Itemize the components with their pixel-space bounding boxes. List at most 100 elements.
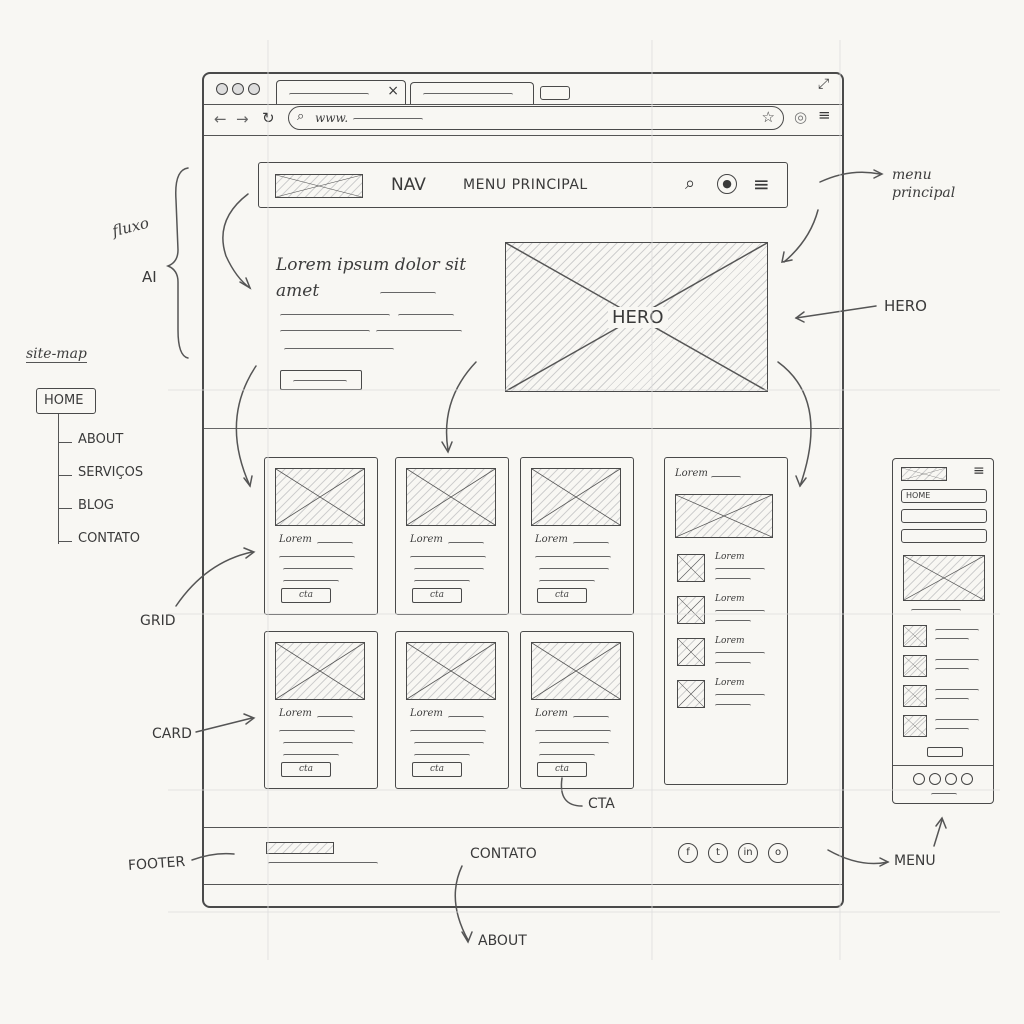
card-cta-label: cta: [298, 590, 314, 600]
mobile-menu-item[interactable]: [901, 529, 987, 543]
card-cta-button[interactable]: cta: [412, 588, 462, 603]
logo-placeholder[interactable]: [275, 174, 363, 198]
linkedin-icon[interactable]: [945, 773, 957, 785]
annotation-menu-principal: menu principal: [892, 167, 956, 201]
sitemap-home: HOME: [36, 388, 96, 414]
browser-tab-active[interactable]: ×: [276, 80, 406, 104]
browser-menu-icon[interactable]: ≡: [818, 106, 831, 124]
card-cta-label: cta: [429, 764, 445, 774]
card-image: [406, 642, 496, 700]
card-title: Lorem: [279, 708, 312, 719]
sidebar-title: Lorem: [675, 468, 708, 479]
nav-label: NAV: [391, 175, 426, 195]
card-title: Lorem: [535, 534, 568, 545]
mobile-item-thumb: [903, 655, 927, 677]
mobile-mockup: ≡ HOME: [892, 458, 994, 804]
facebook-icon[interactable]: [913, 773, 925, 785]
bookmark-star-icon[interactable]: ☆: [761, 108, 775, 126]
url-text: www.: [315, 111, 349, 125]
close-dot[interactable]: [216, 83, 228, 95]
annotation-about: ABOUT: [478, 933, 527, 949]
sitemap-branch-line: [58, 475, 72, 476]
back-icon[interactable]: ←: [214, 110, 227, 128]
linkedin-icon[interactable]: in: [738, 843, 758, 863]
maximize-dot[interactable]: [248, 83, 260, 95]
sitemap-branch-line: [58, 541, 72, 542]
sitemap-home-label: HOME: [44, 393, 84, 408]
reload-icon[interactable]: ↻: [262, 109, 275, 127]
sitemap-item: SERVIÇOS: [78, 465, 144, 480]
profile-icon[interactable]: ◎: [794, 108, 808, 126]
new-tab-button[interactable]: [540, 86, 570, 100]
sidebar-item-thumb: [677, 680, 705, 708]
card-title: Lorem: [535, 708, 568, 719]
toolbar-divider: [204, 135, 842, 136]
footer-logo[interactable]: [266, 842, 334, 854]
card-image: [406, 468, 496, 526]
card-image: [531, 642, 621, 700]
sidebar-item-thumb: [677, 554, 705, 582]
instagram-icon[interactable]: o: [768, 843, 788, 863]
card-cta-button[interactable]: cta: [281, 588, 331, 603]
card: Lorem cta: [264, 631, 378, 789]
sitemap-item: CONTATO: [78, 531, 141, 546]
nav-bar: NAV MENU PRINCIPAL ⌕ ● ≡: [258, 162, 788, 208]
forward-icon[interactable]: →: [236, 110, 249, 128]
card-cta-label: cta: [554, 590, 570, 600]
mobile-item-thumb: [903, 715, 927, 737]
mobile-item-thumb: [903, 625, 927, 647]
sitemap-branch-line: [58, 442, 72, 443]
card-cta-button[interactable]: cta: [537, 762, 587, 777]
card-image: [275, 642, 365, 700]
hero-cta-button[interactable]: [280, 370, 362, 390]
mobile-hamburger-icon[interactable]: ≡: [973, 463, 985, 479]
hamburger-menu-icon[interactable]: ≡: [753, 172, 770, 196]
footer-contact-link[interactable]: CONTATO: [470, 846, 537, 862]
card-cta-button[interactable]: cta: [281, 762, 331, 777]
card: Lorem cta: [395, 631, 509, 789]
card-cta-label: cta: [554, 764, 570, 774]
sitemap-heading: site-map: [26, 346, 87, 363]
card-cta-button[interactable]: cta: [412, 762, 462, 777]
card-cta-label: cta: [298, 764, 314, 774]
facebook-icon[interactable]: f: [678, 843, 698, 863]
sidebar-item-title: Lorem: [715, 594, 745, 604]
annotation-card: CARD: [152, 726, 192, 742]
search-icon: ⌕: [297, 109, 305, 124]
sitemap-item: ABOUT: [78, 432, 124, 447]
sidebar-item-thumb: [677, 596, 705, 624]
address-bar[interactable]: ⌕ www. ☆: [288, 106, 784, 130]
minimize-dot[interactable]: [232, 83, 244, 95]
sitemap-item: BLOG: [78, 498, 115, 513]
mobile-footer-divider: [893, 765, 993, 766]
expand-icon[interactable]: ⤢: [818, 76, 830, 92]
sidebar-image: [675, 494, 773, 538]
browser-tab-inactive[interactable]: [410, 82, 534, 104]
user-account-icon[interactable]: ●: [717, 174, 737, 194]
annotation-cta: CTA: [588, 796, 615, 812]
card-image: [531, 468, 621, 526]
title-bar-divider: [204, 104, 842, 105]
mobile-menu-home-label: HOME: [906, 491, 931, 500]
twitter-icon[interactable]: [929, 773, 941, 785]
mobile-item-thumb: [903, 685, 927, 707]
card: Lorem cta: [520, 631, 634, 789]
mobile-logo[interactable]: [901, 467, 947, 481]
nav-search-icon[interactable]: ⌕: [685, 173, 696, 194]
main-menu-link[interactable]: MENU PRINCIPAL: [463, 177, 588, 193]
instagram-icon[interactable]: [961, 773, 973, 785]
annotation-fluxo: fluxo: [110, 213, 151, 241]
tab-close-icon[interactable]: ×: [387, 83, 399, 99]
mobile-menu-item[interactable]: [901, 509, 987, 523]
card-cta-button[interactable]: cta: [537, 588, 587, 603]
sitemap-tree-line: [58, 414, 59, 544]
annotation-menu: MENU: [894, 853, 936, 869]
card-title: Lorem: [410, 708, 443, 719]
mobile-cta-button[interactable]: [927, 747, 963, 757]
twitter-icon[interactable]: t: [708, 843, 728, 863]
card-title: Lorem: [279, 534, 312, 545]
sidebar-item-title: Lorem: [715, 636, 745, 646]
mobile-menu-home[interactable]: HOME: [901, 489, 987, 503]
card-image: [275, 468, 365, 526]
